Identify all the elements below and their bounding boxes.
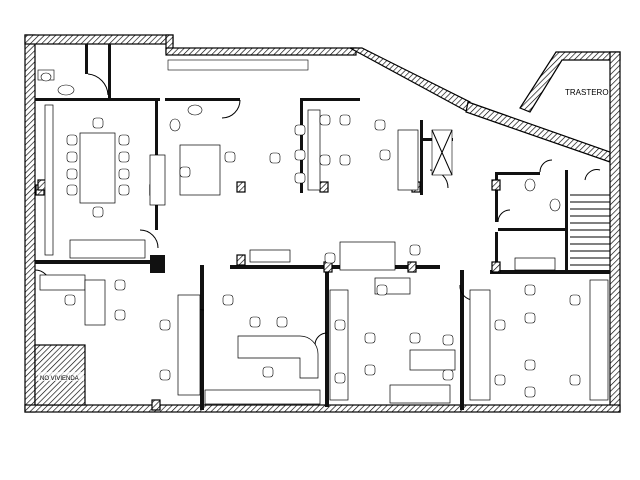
chair: [374, 119, 386, 131]
chair: [159, 369, 171, 381]
chair: [334, 319, 346, 331]
chair: [334, 372, 346, 384]
chair: [118, 168, 130, 180]
chair: [409, 332, 421, 344]
chair: [114, 309, 126, 321]
chair: [118, 134, 130, 146]
chair: [494, 319, 506, 331]
chair: [269, 152, 281, 164]
chair: [262, 366, 274, 378]
chair: [319, 114, 331, 126]
chair: [524, 284, 536, 296]
chair: [364, 332, 376, 344]
chair: [364, 364, 376, 376]
chair: [379, 149, 391, 161]
chair: [409, 244, 421, 256]
chair: [494, 374, 506, 386]
chair: [442, 369, 454, 381]
chair: [114, 279, 126, 291]
chair: [569, 294, 581, 306]
chair: [118, 184, 130, 196]
meeting-table: [79, 132, 116, 204]
chair: [66, 184, 78, 196]
chair: [339, 154, 351, 166]
chair: [222, 294, 234, 306]
toilets: [37, 69, 561, 212]
chair: [276, 316, 288, 328]
hatched-area-label: NO VIVIENDA: [40, 376, 79, 382]
chair: [339, 114, 351, 126]
chair: [324, 252, 336, 264]
furniture: [39, 104, 609, 405]
chair: [224, 151, 236, 163]
chair: [442, 334, 454, 346]
storage-room-label: TRASTERO: [565, 88, 609, 97]
chair: [294, 149, 306, 161]
staircase: [570, 194, 610, 266]
chair: [524, 386, 536, 398]
doors: [34, 59, 601, 346]
chair: [92, 206, 104, 218]
chair: [66, 134, 78, 146]
chair: [524, 312, 536, 324]
chair: [294, 172, 306, 184]
chair: [66, 151, 78, 163]
exterior-walls: [24, 34, 621, 413]
chair: [92, 117, 104, 129]
chair: [524, 359, 536, 371]
chair: [249, 316, 261, 328]
chair: [319, 154, 331, 166]
chair: [294, 124, 306, 136]
chair: [159, 319, 171, 331]
chair: [66, 168, 78, 180]
chair: [376, 284, 388, 296]
chair: [569, 374, 581, 386]
chair: [118, 151, 130, 163]
chair: [179, 166, 191, 178]
chair: [64, 294, 76, 306]
interior-walls: [35, 44, 610, 410]
